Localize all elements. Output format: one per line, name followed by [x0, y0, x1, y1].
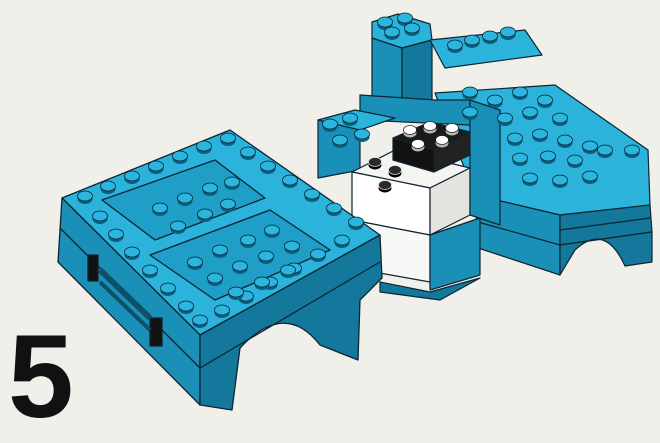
lego-build-illustration	[0, 0, 660, 425]
step-number: 5	[8, 318, 74, 436]
